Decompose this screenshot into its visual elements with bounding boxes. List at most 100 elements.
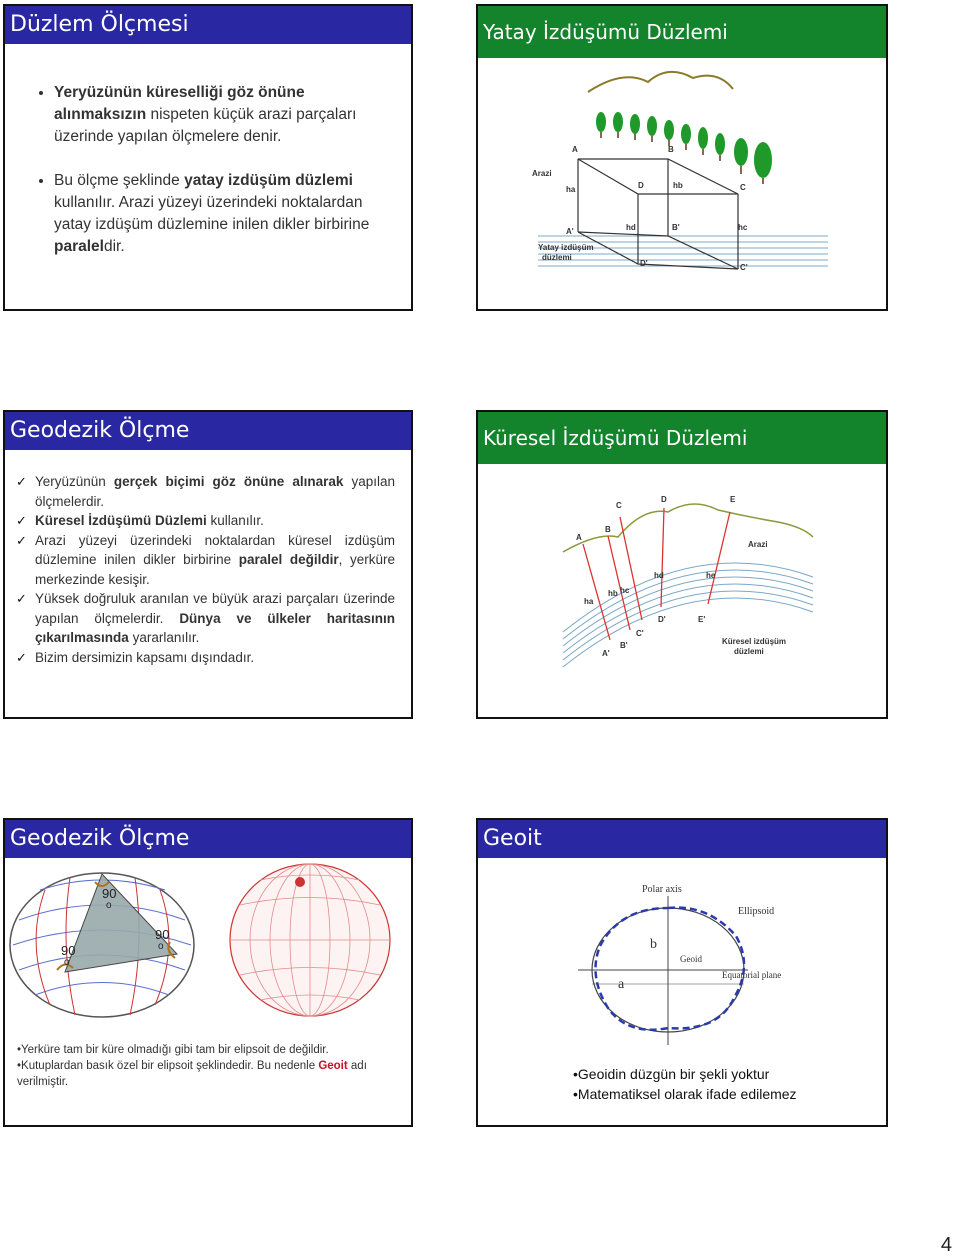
degree-mark: o (64, 957, 70, 968)
text: yapılan ölçmelerdir. (35, 474, 395, 509)
slide-title: Geoit (478, 820, 886, 858)
polar-axis-label: Polar axis (642, 884, 682, 895)
bold-text: yatay izdüşüm düzlemi (184, 172, 353, 189)
angle-label: 90 (155, 927, 170, 942)
slide-kuresel-izdusum: Küresel İzdüşümü Düzlemi A B C D E Arazi… (476, 410, 888, 719)
point-label: C' (740, 263, 748, 272)
check-item: Arazi yüzeyi üzerindeki noktalardan küre… (13, 531, 395, 590)
point-label: C' (636, 629, 644, 638)
text: , yerküre merkezinde kesişir. (35, 552, 396, 587)
point-label: B' (620, 641, 628, 650)
point-label: A (572, 145, 578, 154)
note-item: Kutuplardan basık özel bir elipsoit şekl… (17, 1058, 405, 1090)
text: nispeten küçük arazi parçaları üzerinde … (54, 106, 357, 145)
text: yararlanılır. (128, 630, 200, 645)
bold-text: gerçek biçimi göz önüne alınarak (113, 474, 344, 489)
height-label: hc (620, 586, 630, 595)
height-label: ha (584, 597, 594, 606)
point-label: E' (698, 615, 705, 624)
text: Arazi yüzeyi üzerindeki noktalardan küre… (35, 532, 395, 568)
sphere-triangle-figure (9, 872, 195, 1018)
bold-text: Küresel İzdüşümü Düzlemi (35, 513, 207, 528)
point-label: C (616, 501, 622, 510)
bold-text: paralel değildir (238, 552, 339, 567)
note-list: Yerküre tam bir küre olmadığı gibi tam b… (17, 1042, 405, 1090)
bold-text: paralel (54, 238, 104, 255)
slide-geoit: Geoit Polar axis Ellipsoid Geoid Equator… (476, 818, 888, 1127)
point-label: B' (672, 223, 680, 232)
bullet-item: Bu ölçme şeklinde yatay izdüşüm düzlemi … (54, 170, 392, 258)
text: kullanılır. Arazi yüzeyi üzerindeki nokt… (54, 194, 370, 233)
bold-text: Dünya ve ülkeler haritasının çıkarılması… (35, 610, 395, 646)
point-label: B (605, 525, 611, 534)
text: Matematiksel olarak ifade edilemez (577, 1086, 797, 1102)
bullet-item: Yeryüzünün küreselliği göz önüne alınmak… (54, 82, 392, 148)
horizontal-projection-diagram: Arazi A B C D ha hb hc hd A' B' C' D' Ya… (532, 71, 828, 272)
height-label: hb (608, 589, 618, 598)
text: Yerküre tam bir küre olmadığı gibi tam b… (21, 1044, 329, 1056)
slide-title: Geodezik Ölçme (5, 820, 411, 858)
slide-title: Yatay İzdüşümü Düzlemi (478, 6, 886, 58)
geoit-notes: •Geoidin düzgün bir şekli yoktur •Matema… (573, 1064, 873, 1104)
slide-title: Küresel İzdüşümü Düzlemi (478, 412, 886, 464)
text: Geoidin düzgün bir şekli yoktur (577, 1066, 770, 1082)
height-label: hb (673, 181, 683, 190)
text: Kutuplardan basık özel bir elipsoit şekl… (21, 1060, 319, 1072)
geoid-diagram: Polar axis Ellipsoid Geoid Equatorial pl… (578, 884, 781, 1045)
slide-duzlem-olcmesi: Düzlem Ölçmesi Yeryüzünün küreselliği gö… (3, 4, 413, 311)
slide-geodezik-olcme-2: Geodezik Ölçme 90 o 90 o 90 o Yerküre ta… (3, 818, 413, 1127)
height-label: hd (654, 571, 664, 580)
plane-label: düzlemi (734, 647, 764, 656)
page-number: 4 (940, 1234, 952, 1256)
point-label: E (730, 495, 736, 504)
text: kullanılır. (206, 513, 264, 528)
point-label: B (668, 145, 674, 154)
text: adı verilmiştir. (17, 1060, 367, 1088)
degree-mark: o (106, 900, 112, 911)
text: Yüksek doğruluk aranılan ve büyük arazi … (35, 591, 395, 626)
height-label: hc (738, 223, 748, 232)
slide-title: Düzlem Ölçmesi (5, 6, 411, 44)
text: Bizim dersimizin kapsamı dışındadır. (35, 649, 255, 665)
point-label: D (638, 181, 644, 190)
point-label: D' (658, 615, 666, 624)
check-list: Yeryüzünün gerçek biçimi göz önüne alına… (13, 472, 395, 667)
globe-figure (229, 863, 391, 1017)
height-label: he (706, 571, 716, 580)
geoit-highlight: Geoit (318, 1060, 348, 1072)
note-item: •Geoidin düzgün bir şekli yoktur (573, 1066, 770, 1082)
bold-text: Yeryüzünün küreselliği göz önüne alınmak… (54, 84, 305, 123)
note-item: Yerküre tam bir küre olmadığı gibi tam b… (17, 1042, 405, 1058)
plane-label: Yatay izdüşüm (538, 243, 594, 252)
text: Yeryüzünün (35, 474, 114, 489)
point-label: A' (566, 227, 574, 236)
geoid-label: Geoid (680, 954, 702, 964)
point-label: A (576, 533, 582, 542)
slide-geodezik-olcme: Geodezik Ölçme Yeryüzünün gerçek biçimi … (3, 410, 413, 719)
plane-label: düzlemi (542, 253, 572, 262)
point-label: D (661, 495, 667, 504)
axis-b-label: b (650, 937, 657, 952)
text: Bu ölçme şeklinde (54, 172, 185, 189)
height-label: ha (566, 185, 576, 194)
height-label: hd (626, 223, 636, 232)
check-item: Küresel İzdüşümü Düzlemi kullanılır. (13, 511, 395, 531)
degree-mark: o (158, 941, 164, 952)
arazi-label: Arazi (748, 540, 768, 549)
check-item: Bizim dersimizin kapsamı dışındadır. (13, 648, 395, 668)
bullet-list: Yeryüzünün küreselliği göz önüne alınmak… (32, 82, 392, 280)
note-item: •Matematiksel olarak ifade edilemez (573, 1086, 797, 1102)
axis-a-label: a (618, 977, 625, 992)
arazi-label: Arazi (532, 169, 552, 178)
slide-title: Geodezik Ölçme (5, 412, 411, 450)
plane-label: Küresel izdüşüm (722, 637, 786, 646)
check-item: Yeryüzünün gerçek biçimi göz önüne alına… (13, 472, 395, 511)
spherical-projection-diagram: A B C D E Arazi ha hb hc hd he A' B' C' … (562, 495, 814, 668)
point-label: D' (640, 259, 648, 268)
text: dir. (103, 238, 125, 255)
point-label: A' (602, 649, 610, 658)
angle-label: 90 (61, 943, 76, 958)
point-label: C (740, 183, 746, 192)
angle-label: 90 (102, 886, 117, 901)
check-item: Yüksek doğruluk aranılan ve büyük arazi … (13, 589, 395, 648)
